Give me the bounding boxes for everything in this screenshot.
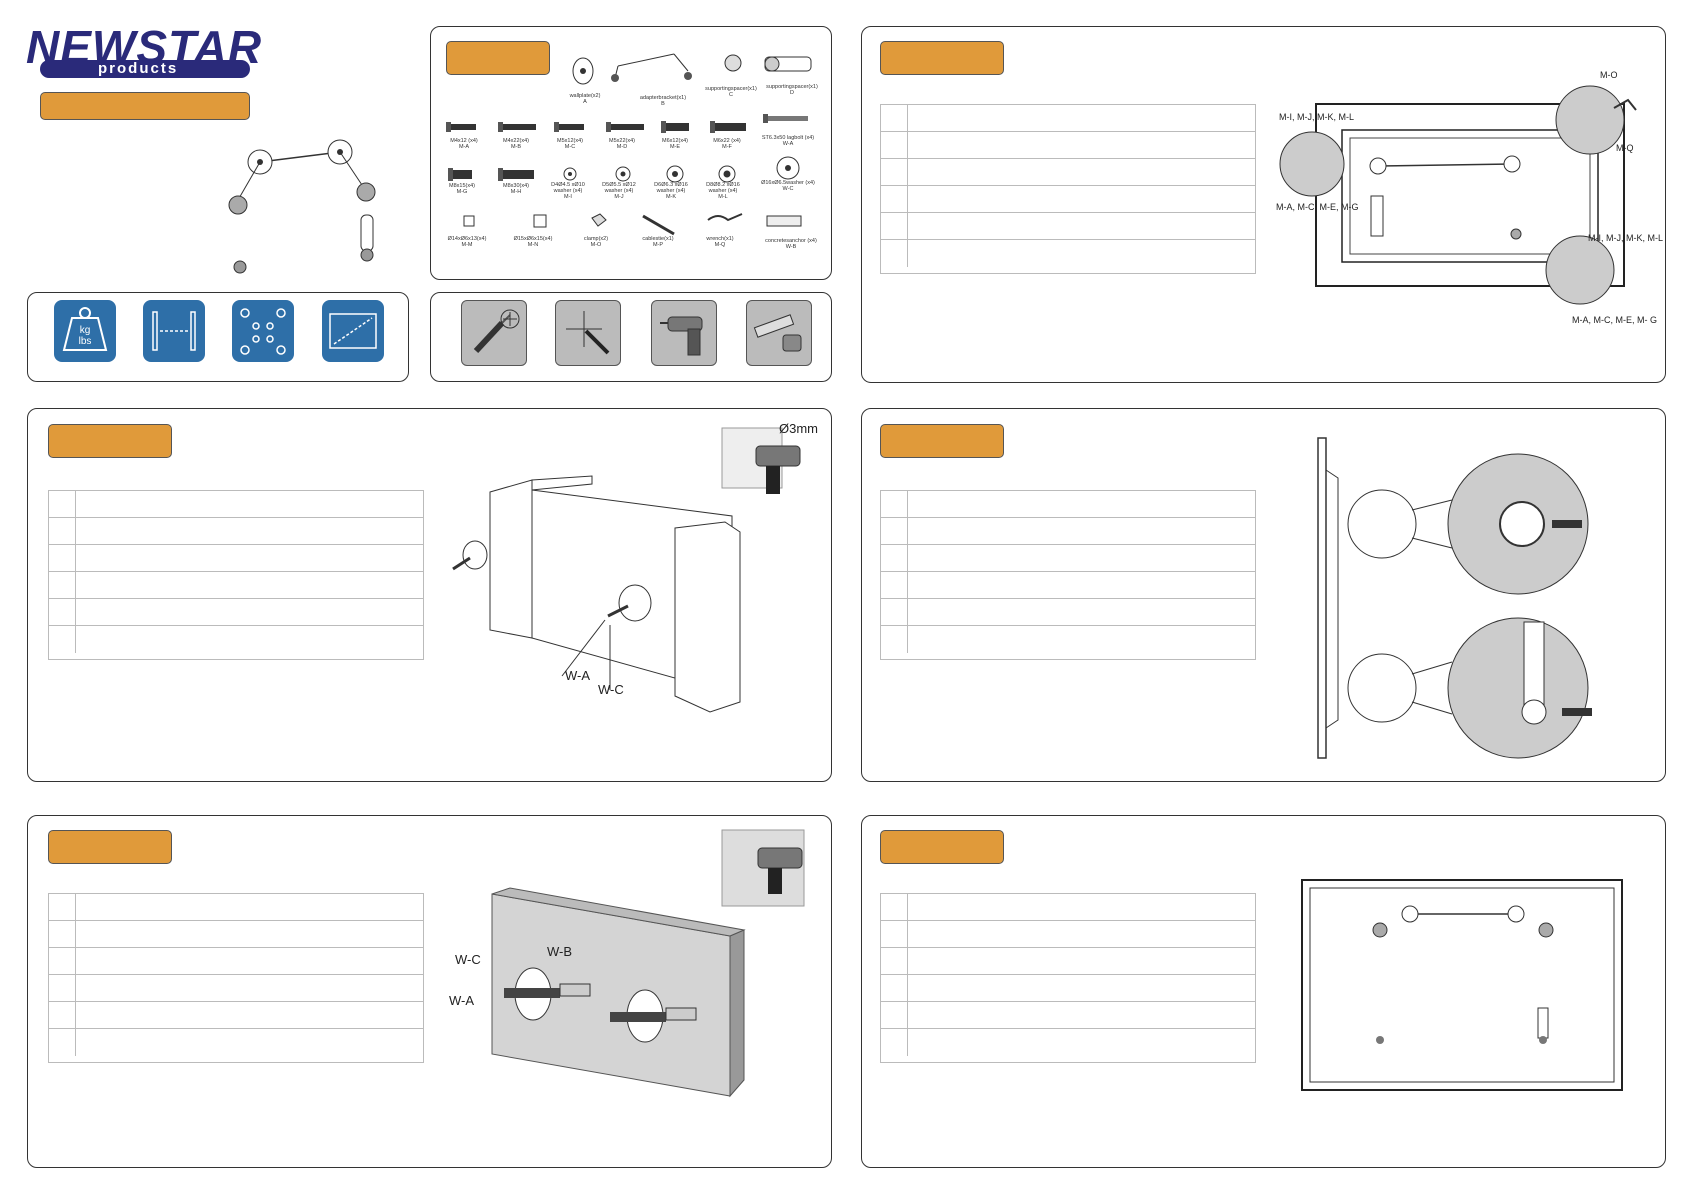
bracket-overview — [228, 139, 376, 274]
marking-icon — [555, 300, 621, 366]
table-row — [49, 894, 423, 921]
title-bar — [40, 92, 250, 120]
table-row — [881, 159, 1255, 186]
step-concrete-table — [48, 893, 424, 1063]
part-label-wb: concretesanchor (x4) W-B — [765, 238, 817, 250]
table-row — [881, 186, 1255, 213]
table-row — [881, 1029, 1255, 1056]
width-icon — [143, 300, 205, 362]
label-wb-concrete: W-B — [547, 944, 573, 959]
table-row — [881, 948, 1255, 975]
part-label-mm: Ø14xØ6x13(x4) M-M — [447, 236, 487, 248]
weight-icon: kg lbs — [54, 300, 116, 362]
part-label-mb: M4x22(x4) M-B — [503, 138, 529, 150]
label-bottom-left: M-A, M-C, M-E, M-G — [1276, 202, 1359, 212]
screwdriver-icon — [461, 300, 527, 366]
table-row — [881, 545, 1255, 572]
part-label-mc: M5x12(x4) M-C — [557, 138, 583, 150]
step-hang-table — [880, 893, 1256, 1063]
part-label-wc: Ø16xØ6.5washer (x4) W-C — [761, 180, 815, 192]
part-label-mi: D4Ø4.5 xØ10 washer (x4) M-I — [551, 182, 585, 200]
parts-drawings — [446, 53, 812, 236]
step-attach-header — [880, 424, 1004, 458]
part-label-md: M5x22(x4) M-D — [609, 138, 635, 150]
table-row — [49, 518, 423, 545]
part-label-mq: wrench(x1) M-Q — [706, 236, 734, 248]
wood-wall-diagram — [452, 427, 801, 713]
step-wood-table — [48, 490, 424, 660]
table-row — [881, 518, 1255, 545]
table-row — [881, 1002, 1255, 1029]
brand-sub-bar — [40, 60, 250, 78]
part-label-wa: ST6.3x50 lagbolt (x4) W-A — [761, 135, 815, 147]
table-row — [49, 948, 423, 975]
step-tv-table — [880, 104, 1256, 274]
step-concrete-header — [48, 830, 172, 864]
brand-logo: NEWSTAR products — [26, 20, 266, 82]
table-row — [49, 572, 423, 599]
table-row — [881, 213, 1255, 240]
concrete-wall-diagram — [491, 829, 805, 1098]
label-wc-wood: W-C — [598, 682, 624, 697]
part-label-mn: Ø15xØ6x15(x4) M-N — [513, 236, 553, 248]
drill-icon — [651, 300, 717, 366]
label-top-left: M-I, M-J, M-K, M-L — [1279, 112, 1354, 122]
table-row — [881, 572, 1255, 599]
level-tape-icon — [746, 300, 812, 366]
table-row — [49, 1002, 423, 1029]
tv-back-diagram — [1279, 85, 1637, 305]
table-row — [881, 105, 1255, 132]
table-row — [881, 626, 1255, 653]
label-wc-concrete: W-C — [455, 952, 481, 967]
step-tv-panel — [861, 26, 1666, 383]
table-row — [881, 921, 1255, 948]
table-row — [49, 491, 423, 518]
table-row — [881, 975, 1255, 1002]
table-row — [49, 626, 423, 653]
label-wa-wood: W-A — [565, 668, 591, 683]
part-label-c: supportingspacer(x1) C — [705, 86, 757, 98]
label-right: M-I, M-J, M-K, M-L — [1588, 233, 1663, 243]
brand-sub: products — [98, 60, 179, 77]
part-label-a: wallplate(x2) A — [569, 93, 601, 105]
label-bottom-right: M-A, M-C, M-E, M- G — [1572, 315, 1657, 325]
part-label-me: M6x12(x4) M-E — [662, 138, 688, 150]
svg-text:lbs: lbs — [79, 336, 92, 347]
part-label-mo: clamp(x2) M-O — [583, 236, 609, 248]
part-label-b: adapterbracket(x1) B — [639, 95, 687, 107]
table-row — [49, 921, 423, 948]
step-wood-header — [48, 424, 172, 458]
part-label-mh: M8x30(x4) M-H — [503, 183, 529, 195]
part-label-mf: M6x22 (x4) M-F — [713, 138, 741, 150]
drill-size: Ø3mm — [779, 421, 818, 436]
hang-tv-diagram — [1301, 879, 1623, 1091]
table-row — [881, 132, 1255, 159]
step-attach-table — [880, 490, 1256, 660]
part-label-ma: M4x12 (x4) M-A — [450, 138, 478, 150]
table-row — [49, 1029, 423, 1056]
label-mq: M-Q — [1616, 143, 1634, 153]
table-row — [881, 491, 1255, 518]
parts-header — [446, 41, 550, 75]
table-row — [49, 545, 423, 572]
table-row — [881, 894, 1255, 921]
part-label-mk: D6Ø6.3 xØ16 washer (x4) M-K — [654, 182, 688, 200]
part-label-mp: cablestie(x1) M-P — [642, 236, 674, 248]
part-label-mj: D5Ø5.5 xØ12 washer (x4) M-J — [602, 182, 636, 200]
screen-diagonal-icon — [322, 300, 384, 362]
part-label-d: supportingspacer(x1) D — [766, 84, 818, 96]
step-hang-header — [880, 830, 1004, 864]
table-row — [49, 599, 423, 626]
table-row — [49, 975, 423, 1002]
step-tv-header — [880, 41, 1004, 75]
table-row — [881, 599, 1255, 626]
table-row — [881, 240, 1255, 267]
label-mo: M-O — [1600, 70, 1618, 80]
vesa-holes-icon — [232, 300, 294, 362]
part-label-ml: D8Ø8.2 xØ16 washer (x4) M-L — [706, 182, 740, 200]
attach-detail-diagram — [1317, 437, 1592, 759]
part-label-mg: M8x15(x4) M-G — [449, 183, 475, 195]
label-wa-concrete: W-A — [449, 993, 475, 1008]
svg-text:kg: kg — [80, 325, 91, 336]
